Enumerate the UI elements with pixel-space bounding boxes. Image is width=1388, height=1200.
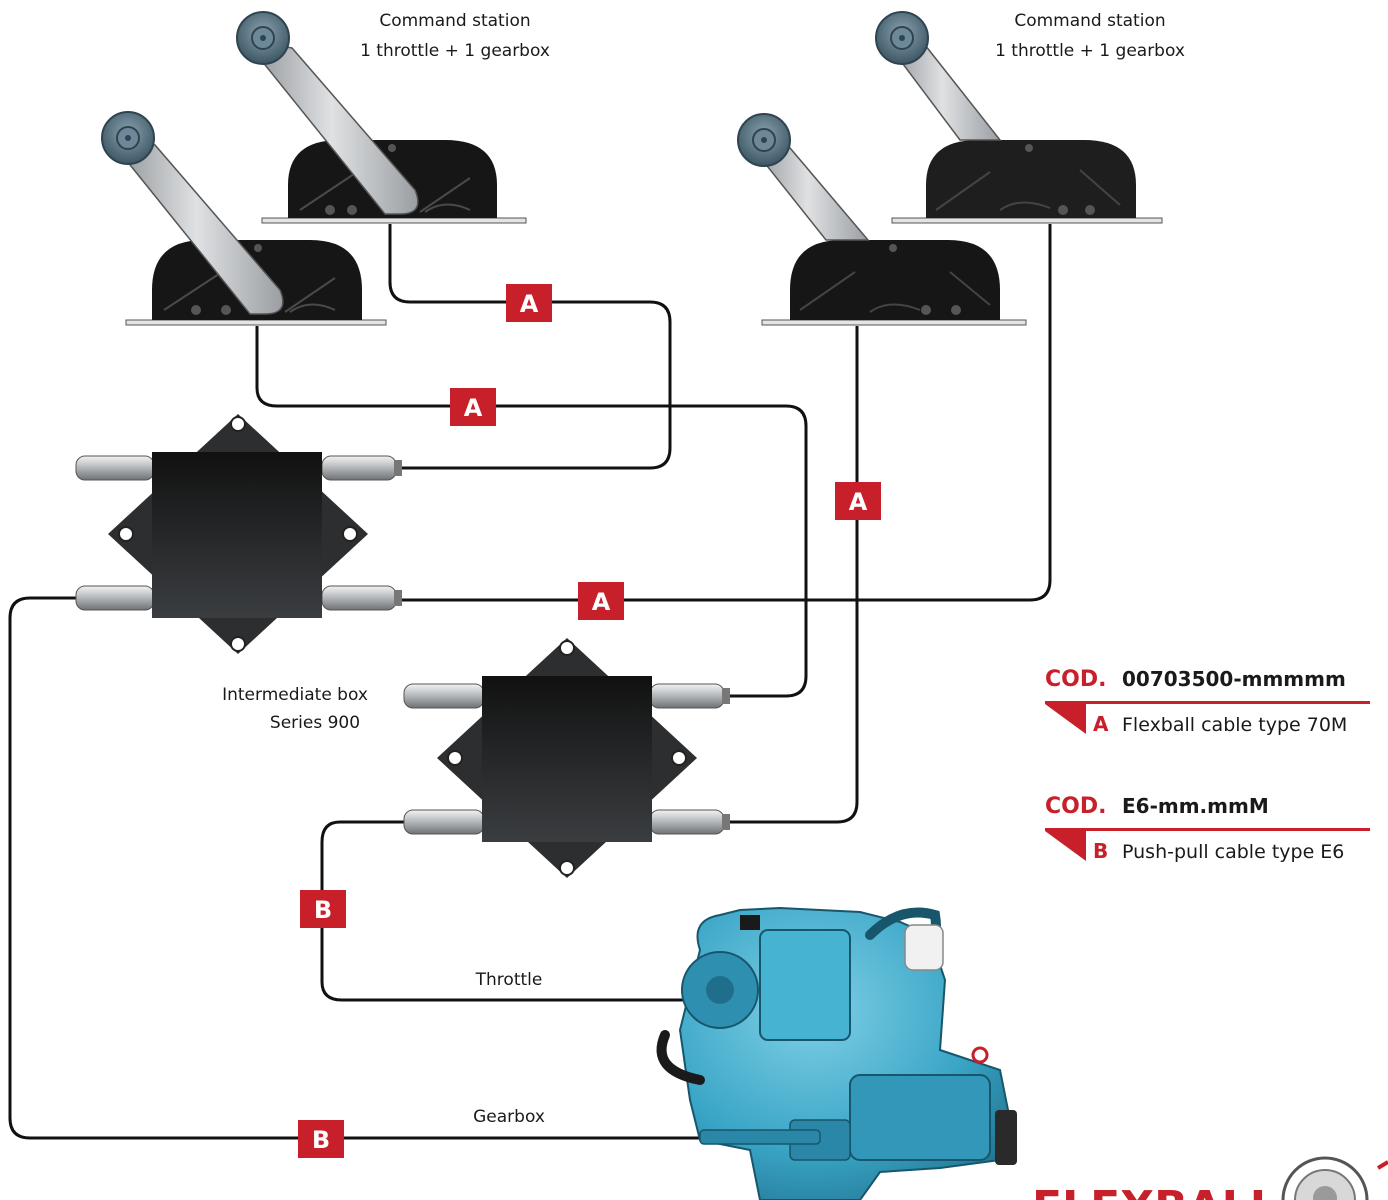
lever-unit-left-front	[101, 111, 387, 326]
lever-arm	[243, 38, 419, 215]
cable-a-right-rear-station	[402, 224, 1052, 602]
cod-label: COD.	[1045, 667, 1106, 692]
cable-badges: A A A A B B	[298, 284, 881, 1158]
badge-a: A	[450, 388, 496, 426]
cable-a-left-front-station	[255, 326, 808, 698]
svg-text:A: A	[464, 394, 483, 422]
intermediate-box-label-title: Intermediate box	[222, 685, 368, 705]
station-label-right-title: Command station	[1014, 11, 1165, 31]
legend-description: Flexball cable type 70M	[1122, 714, 1347, 736]
cable-b-gearbox	[8, 596, 702, 1140]
svg-text:B: B	[314, 896, 332, 924]
legend-marker-icon	[1045, 831, 1086, 861]
flexball-logo: FLEXBALL	[1032, 1156, 1388, 1200]
cod-value: E6-mm.mmM	[1122, 794, 1269, 818]
svg-text:A: A	[592, 588, 611, 616]
badge-b: B	[298, 1120, 344, 1158]
lever-unit-left-rear	[236, 11, 527, 224]
legend-letter: A	[1093, 712, 1109, 736]
throttle-label: Throttle	[475, 970, 543, 990]
badge-a: A	[506, 284, 552, 322]
intermediate-box-lower	[403, 638, 730, 878]
svg-text:B: B	[312, 1126, 330, 1154]
svg-text:FLEXBALL: FLEXBALL	[1032, 1182, 1278, 1200]
legend-description: Push-pull cable type E6	[1122, 841, 1344, 863]
cod-value: 00703500-mmmmm	[1122, 667, 1346, 691]
badge-a: A	[835, 482, 881, 520]
station-label-left-subtitle: 1 throttle + 1 gearbox	[360, 41, 550, 61]
badge-a: A	[578, 582, 624, 620]
gearbox-label: Gearbox	[473, 1107, 545, 1127]
intermediate-box-label-subtitle: Series 900	[270, 713, 360, 733]
marine-engine	[656, 906, 1017, 1200]
lever-unit-right-rear	[875, 11, 1163, 224]
cable-a-left-rear-station	[388, 224, 672, 470]
station-label-left-title: Command station	[379, 11, 530, 31]
legend-item-b: COD. E6-mm.mmM B Push-pull cable type E6	[1045, 794, 1370, 863]
legend-marker-icon	[1045, 704, 1086, 734]
cod-label: COD.	[1045, 794, 1106, 819]
legend-item-a: COD. 00703500-mmmmm A Flexball cable typ…	[1045, 667, 1370, 736]
cable-a-right-front-station	[730, 326, 859, 824]
lever-unit-right-front	[737, 113, 1027, 326]
intermediate-box-upper	[75, 414, 402, 654]
svg-text:A: A	[520, 290, 539, 318]
station-label-right-subtitle: 1 throttle + 1 gearbox	[995, 41, 1185, 61]
lever-arm	[108, 139, 284, 315]
badge-b: B	[300, 890, 346, 928]
legend-letter: B	[1093, 839, 1108, 863]
svg-text:A: A	[849, 488, 868, 516]
